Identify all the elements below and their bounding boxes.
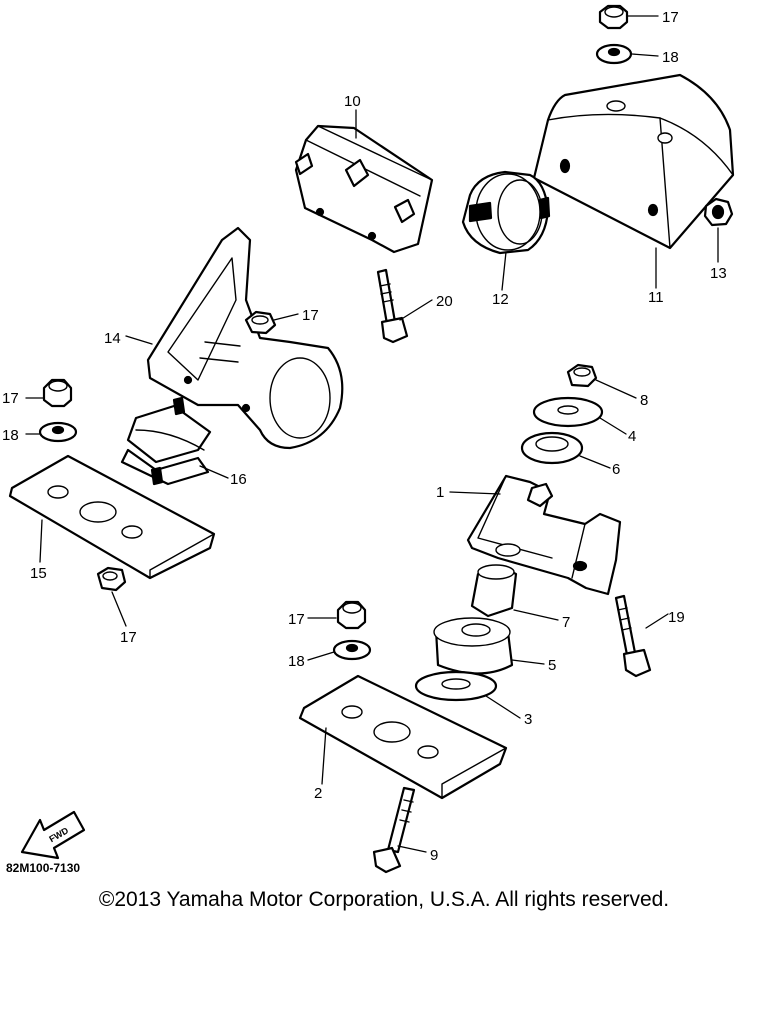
part-nut-8: [566, 363, 598, 388]
part-collar-7: [470, 564, 518, 618]
part-nut-13: [703, 197, 734, 227]
callout-18: 18: [662, 49, 679, 66]
callout-2: 2: [314, 785, 322, 802]
callout-3: 3: [524, 711, 532, 728]
part-washer-4: [532, 396, 604, 428]
callout-20: 20: [436, 293, 453, 310]
callout-8: 8: [640, 392, 648, 409]
part-bracket-1: [466, 474, 622, 596]
part-bolt-9: [372, 786, 416, 874]
callout-17: 17: [302, 307, 319, 324]
part-nut-17-top: [598, 4, 629, 30]
callout-16: 16: [230, 471, 247, 488]
callout-17: 17: [2, 390, 19, 407]
callout-14: 14: [104, 330, 121, 347]
part-washer-6: [520, 431, 584, 465]
part-nut-17-middle: [336, 600, 367, 630]
part-bracket-10: [294, 124, 434, 254]
part-nut-17-left: [42, 378, 73, 408]
callout-labels: 17 18 10 13 11 12 20 17 14 17 18 16 8 4 …: [2, 9, 727, 864]
part-bolt-19: [614, 594, 652, 678]
callout-17: 17: [288, 611, 305, 628]
callout-10: 10: [344, 93, 361, 110]
callout-12: 12: [492, 291, 509, 308]
callout-15: 15: [30, 565, 47, 582]
callout-9: 9: [430, 847, 438, 864]
part-washer-18-middle: [332, 639, 372, 661]
part-nut-17-bracket: [244, 310, 277, 335]
fwd-arrow-icon: FWD: [20, 810, 86, 860]
callout-11: 11: [648, 289, 664, 306]
callout-1: 1: [436, 484, 444, 501]
part-washer-18-top: [595, 43, 633, 65]
part-plate-15: [8, 454, 216, 580]
callout-17: 17: [120, 629, 137, 646]
callout-19: 19: [668, 609, 685, 626]
part-mount-16: [120, 396, 212, 486]
callout-7: 7: [562, 614, 570, 631]
callout-5: 5: [548, 657, 556, 674]
callout-4: 4: [628, 428, 636, 445]
callout-17: 17: [662, 9, 679, 26]
callout-13: 13: [710, 265, 727, 282]
part-bracket-14: [146, 226, 344, 450]
part-bolt-20: [376, 268, 409, 344]
part-cover-11: [532, 73, 735, 250]
callout-18: 18: [2, 427, 19, 444]
part-washer-18-left: [38, 421, 78, 443]
part-damper-12: [461, 170, 551, 255]
part-nut-17-lower-left: [96, 566, 127, 592]
copyright-notice: ©2013 Yamaha Motor Corporation, U.S.A. A…: [98, 888, 670, 911]
part-plate-2: [298, 674, 508, 800]
part-washer-3: [414, 670, 498, 702]
part-rubber-5: [433, 617, 514, 675]
callout-6: 6: [612, 461, 620, 478]
leader-lines: [25, 15, 719, 853]
diagram-code: 82M100-7130: [6, 861, 80, 875]
callout-18: 18: [288, 653, 305, 670]
